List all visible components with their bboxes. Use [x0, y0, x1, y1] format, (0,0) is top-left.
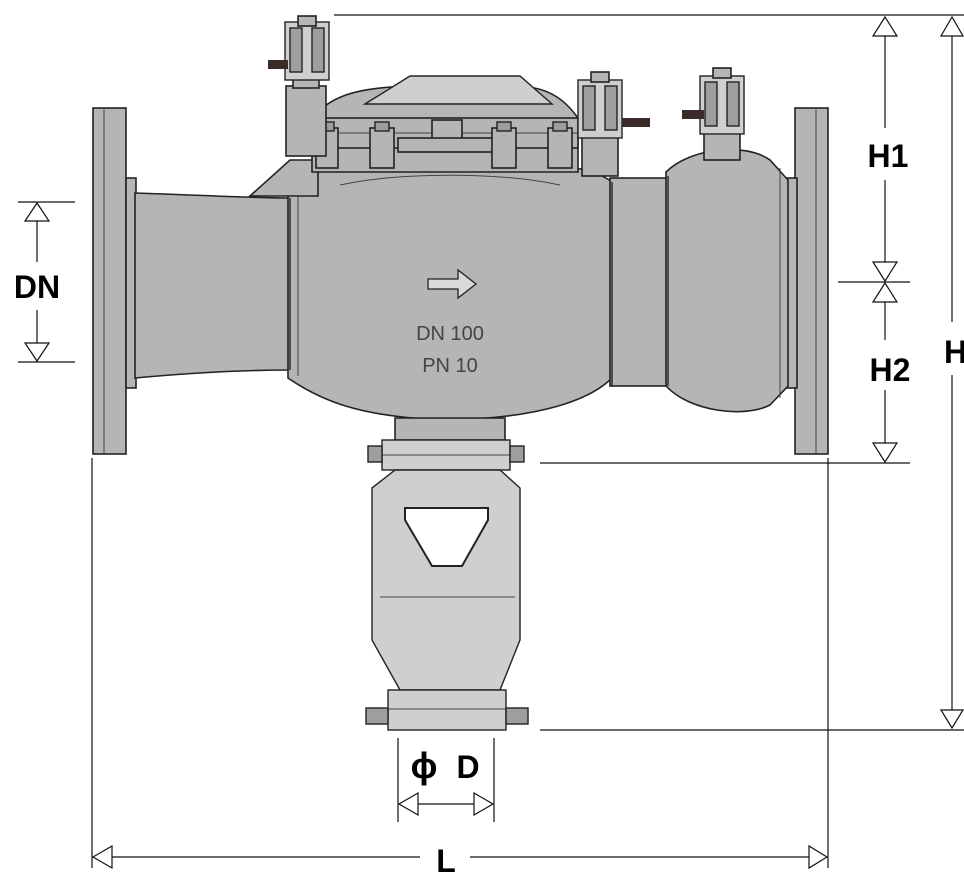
dim-h1-label: H1	[868, 138, 909, 174]
dim-diameter-symbol: ϕ	[411, 745, 438, 786]
dim-dn-label: DN	[14, 269, 60, 305]
dimension-arrowhead-icon	[808, 844, 829, 870]
pressure-rating-label: PN 10	[422, 355, 478, 377]
dimension-arrowhead-icon	[397, 791, 419, 817]
dim-l: L	[91, 843, 829, 875]
dim-l-label: L	[436, 843, 456, 875]
dimension-arrowhead-icon	[871, 442, 899, 464]
dim-h: H	[939, 15, 964, 730]
dimension-arrowhead-icon	[23, 342, 51, 363]
dim-dn: DN	[14, 201, 75, 363]
test-cock-left	[268, 15, 330, 157]
dimension-arrowhead-icon	[871, 15, 899, 37]
dim-h2-label: H2	[870, 352, 911, 388]
dimension-arrowhead-icon	[871, 281, 899, 303]
dimension-arrowhead-icon	[23, 201, 51, 222]
top-cover	[311, 75, 579, 173]
dim-diameter-label: D	[456, 749, 479, 785]
dimension-arrowhead-icon	[473, 791, 495, 817]
left-flange	[92, 107, 137, 455]
dim-h1: H1	[868, 15, 909, 283]
dimension-arrowhead-icon	[939, 15, 964, 37]
dim-h-label: H	[944, 334, 964, 370]
dimension-arrowhead-icon	[871, 261, 899, 283]
drain-funnel	[365, 417, 529, 731]
valve-body	[134, 148, 789, 421]
dimension-arrowhead-icon	[91, 844, 113, 870]
dim-h2: H2	[870, 281, 911, 464]
test-cock-right	[682, 67, 745, 161]
dimension-arrowhead-icon	[939, 709, 964, 730]
right-flange	[786, 107, 829, 455]
nominal-size-label: DN 100	[416, 323, 484, 345]
dim-diameter: ϕ D	[397, 745, 495, 817]
body-marking: DN 100 PN 10	[416, 268, 484, 377]
test-cock-middle	[577, 71, 650, 177]
flow-direction-arrow-icon	[427, 268, 478, 300]
